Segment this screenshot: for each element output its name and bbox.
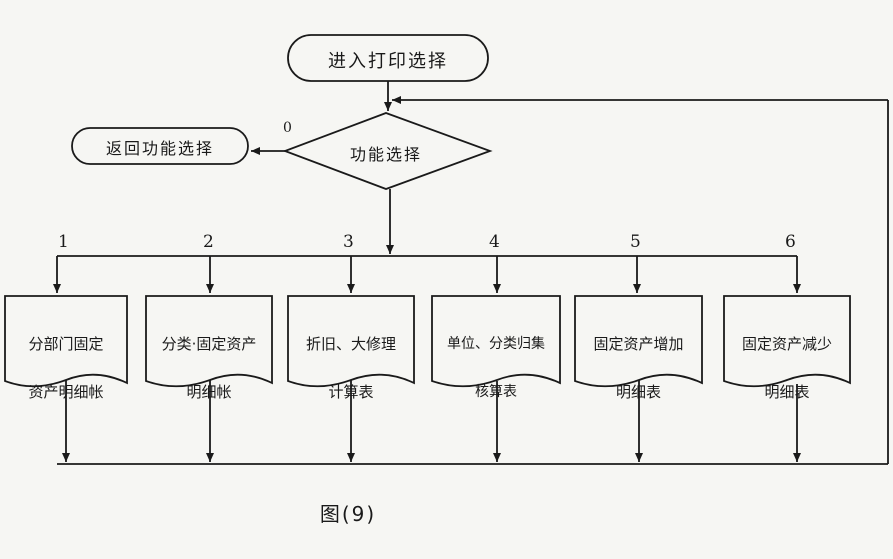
document-label-6-line1: 固定资产减少 [741, 335, 832, 353]
document-label-4-line1: 单位、分类归集 [447, 336, 545, 352]
document-label-3: 折旧、大修理 计算表 [288, 308, 414, 428]
branch-number-3: 3 [343, 232, 354, 252]
branch-number-5: 5 [630, 232, 641, 252]
document-label-2-line2: 明细帐 [186, 383, 232, 401]
document-label-2-line1: 分类·固定资产 [161, 335, 257, 353]
return-label: 返回功能选择 [105, 139, 214, 158]
branch-number-4: 4 [489, 232, 500, 252]
document-shape-1 [4, 295, 128, 388]
document-label-2: 分类·固定资产 明细帐 [146, 308, 272, 428]
document-label-1: 分部门固定 资产明细帐 [5, 308, 127, 428]
branch-number-1: 1 [58, 232, 69, 252]
document-label-6: 固定资产减少 明细表 [724, 308, 850, 428]
document-label-3-line2: 计算表 [328, 383, 374, 401]
document-label-5: 固定资产增加 明细表 [575, 308, 702, 428]
document-shape-6 [723, 295, 851, 388]
document-label-3-line1: 折旧、大修理 [305, 335, 396, 353]
return-terminator [71, 127, 249, 165]
decision-diamond [282, 112, 493, 190]
document-shape-3 [287, 295, 415, 388]
document-label-4-line2: 核算表 [475, 384, 517, 400]
document-shape-4 [431, 295, 561, 388]
document-label-5-line1: 固定资产增加 [593, 335, 684, 353]
figure-caption: 图(9) [319, 502, 377, 526]
decision-label: 功能选择 [349, 145, 422, 164]
document-shape-2 [145, 295, 273, 388]
document-label-1-line2: 资产明细帐 [28, 383, 104, 401]
document-label-4: 单位、分类归集 核算表 [432, 308, 560, 428]
branch-number-2: 2 [203, 232, 214, 252]
exit-label-zero: 0 [283, 120, 292, 136]
branch-number-6: 6 [785, 232, 796, 252]
document-label-1-line1: 分部门固定 [28, 335, 104, 353]
start-label: 进入打印选择 [328, 51, 448, 72]
document-label-5-line2: 明细表 [615, 383, 661, 401]
document-shape-5 [574, 295, 703, 388]
document-label-6-line2: 明细表 [764, 383, 810, 401]
